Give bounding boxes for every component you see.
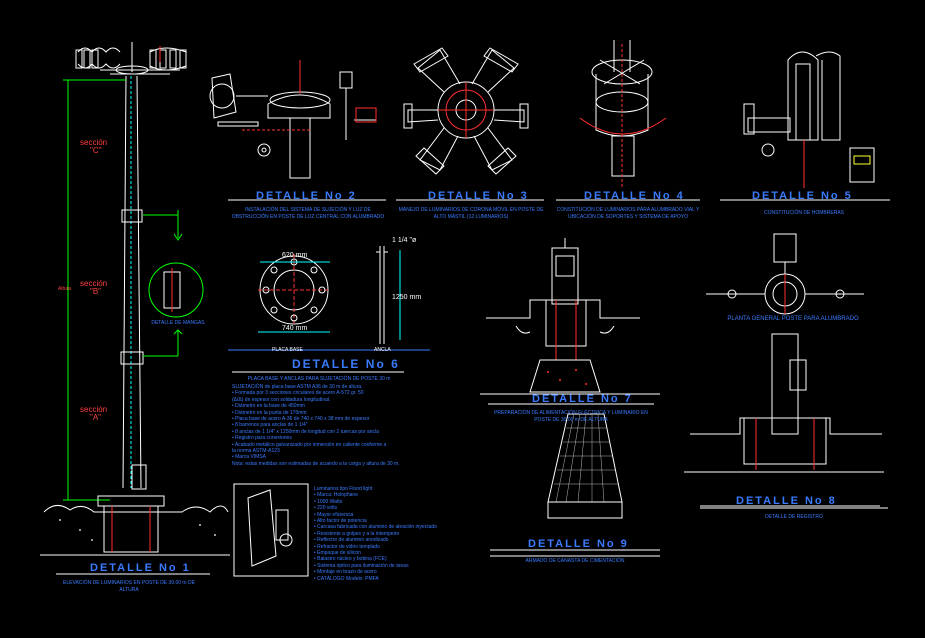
detail-5-title: DETALLE No 5 <box>752 190 853 202</box>
d6-spec-line: Nota: estas medidas son estimadas de acu… <box>232 460 400 467</box>
luminaire-spec-line: • Refractor de vidrio templado <box>314 543 380 550</box>
d6-diameter: 620 mm <box>282 252 308 259</box>
d6-spec-line: • Registro para conexiones <box>232 435 292 442</box>
detail-1-elevation <box>40 42 230 556</box>
detail-3-caption: MANEJO DE LUMINARIOS DE CORONA MÓVIL EN … <box>398 207 544 220</box>
detail-2-caption: INSTALACIÓN DEL SISTEMA DE SUJECIÓN Y LU… <box>231 207 385 220</box>
d6-spec-line: • 8 barrenos para anclas de 1 1/4" <box>232 422 308 429</box>
detail-6-caption: PLACA BASE Y ANCLAS PARA SUJETACIÓN DE P… <box>247 376 391 382</box>
detail-1-title: DETALLE No 1 <box>90 562 191 574</box>
section-a-word: sección <box>80 405 108 414</box>
d6-plate-label: PLACA BASE <box>272 347 303 353</box>
section-a-label: sección "A" <box>80 406 107 422</box>
section-c-letter: "C" <box>90 146 102 155</box>
sleeve-caption: DETALLE DE MANGAS <box>151 320 205 326</box>
luminaire-spec-line: • Resistente a golpes y a la intemperie <box>314 530 400 537</box>
luminaire-spec-line: • Carcasa fabricada con aluminio de alea… <box>314 524 437 531</box>
detail-3-drawing <box>396 47 544 201</box>
d6-spec-line: • Diámetro en la base de 450mm <box>232 403 305 410</box>
luminaire-spec-line: • 220 volts <box>314 505 338 512</box>
section-c-label: sección "C" <box>80 139 107 155</box>
detail-8-caption: DETALLE DE REGISTRO <box>765 514 823 520</box>
luminaire-spec-line: • Marca: Holophane <box>314 492 358 499</box>
section-b-label: sección "B" <box>80 280 107 296</box>
luminaire-spec-line: • 1000 Watts <box>314 498 343 505</box>
luminaire-spec-line: Luminarios tipo Flood light <box>314 486 373 492</box>
section-a-letter: "A" <box>90 413 102 422</box>
d6-anchor-len: 1250 mm <box>392 294 422 301</box>
d6-spec-block: SUJETACIÓN de placa base ASTM A36 de 30 … <box>232 384 400 467</box>
luminaire-spec-line: • Balastro núcleo y bobina (FCE) <box>314 556 387 563</box>
d6-spec-line: • Placa base de acero A-36 de 740 x 740 … <box>232 416 370 423</box>
d6-spec-line: la norma ASTM-A123 <box>232 448 280 455</box>
detail-1-caption: ELEVACIÓN DE LUMINARIOS EN POSTE DE 30.0… <box>63 580 195 593</box>
title-underlines <box>56 371 888 575</box>
d6-width: 740 mm <box>282 325 308 332</box>
detail-2-drawing <box>209 60 386 201</box>
d6-spec-line: • 8 anclas de 1 1/4" x 1250mm de longitu… <box>232 428 379 435</box>
d6-spec-line: • Formada por 3 secciones circulares de … <box>232 390 364 397</box>
d6-spec-line: • Diámetro en la punta de 170mm <box>232 409 307 416</box>
detail-4-drawing <box>556 40 700 201</box>
detail-3-title: DETALLE No 3 <box>428 190 529 202</box>
luminaire-spec-line: • Montaje en brazo de acero <box>314 569 377 576</box>
luminaire-detail-box <box>233 483 309 577</box>
detail-7-caption: PREPARACIÓN DE ALIMENTACIÓN ELÉCTRICA Y … <box>494 410 648 423</box>
detail-8-drawing <box>684 233 884 507</box>
detail-5-drawing <box>720 51 890 201</box>
d6-spec-line: (Δ/Δ) de espesor con soldadura longitudi… <box>232 396 331 403</box>
d6-anchor-dia: 1 1/4 "ø <box>392 237 417 244</box>
detail-8-plan-caption: PLANTA GENERAL POSTE PARA ALUMBRADO <box>727 316 859 322</box>
section-c-word: sección <box>80 138 108 147</box>
detail-9-drawing <box>490 413 660 557</box>
luminaire-spec-line: • Reflector de aluminio anodizado <box>314 537 389 544</box>
detail-9-caption: ARMADO DE CANASTA DE CIMENTACIÓN <box>525 558 625 564</box>
detail-4-caption: CONSTITUCIÓN DE LUMINARIOS PARA ALUMBRAD… <box>556 207 700 220</box>
luminaire-spec-line: • CATÁLOGO Modelo: PMFA <box>314 575 379 582</box>
detail-4-title: DETALLE No 4 <box>584 190 685 202</box>
luminaire-spec-line: • Alto factor de potencia <box>314 518 367 525</box>
detail-6-drawing <box>228 246 430 351</box>
detail-5-caption: CONSTITUCIÓN DE HOMBRERAS <box>763 210 844 216</box>
height-label: Altura <box>58 286 72 292</box>
luminaire-spec-line: • Sistema óptico para iluminación de áre… <box>314 562 409 569</box>
pole-top-luminaires <box>75 42 187 75</box>
d6-anchor-label: ANCLA <box>374 347 391 353</box>
detail-2-title: DETALLE No 2 <box>256 190 357 202</box>
detail-7-drawing <box>480 238 660 395</box>
section-b-letter: "B" <box>90 287 102 296</box>
luminaire-spec-line: • Mayor eficiencia <box>314 511 354 518</box>
luminaire-spec-line: • Empaque de silicón <box>314 550 361 557</box>
detail-9-title: DETALLE No 9 <box>528 538 629 550</box>
d6-spec-line: • Marca VIMSA <box>232 454 266 461</box>
detail-6-title: DETALLE No 6 <box>292 357 400 371</box>
section-b-word: sección <box>80 279 108 288</box>
d6-spec-line: • Acabado metálico galvanizado por inmer… <box>232 441 387 448</box>
detail-8-title: DETALLE No 8 <box>736 495 837 507</box>
d6-spec-line: SUJETACIÓN de placa base ASTM A36 de 30 … <box>232 384 363 390</box>
luminaire-spec-block: Luminarios tipo Flood light• Marca: Holo… <box>314 486 437 582</box>
detail-7-title: DETALLE No 7 <box>532 393 633 405</box>
